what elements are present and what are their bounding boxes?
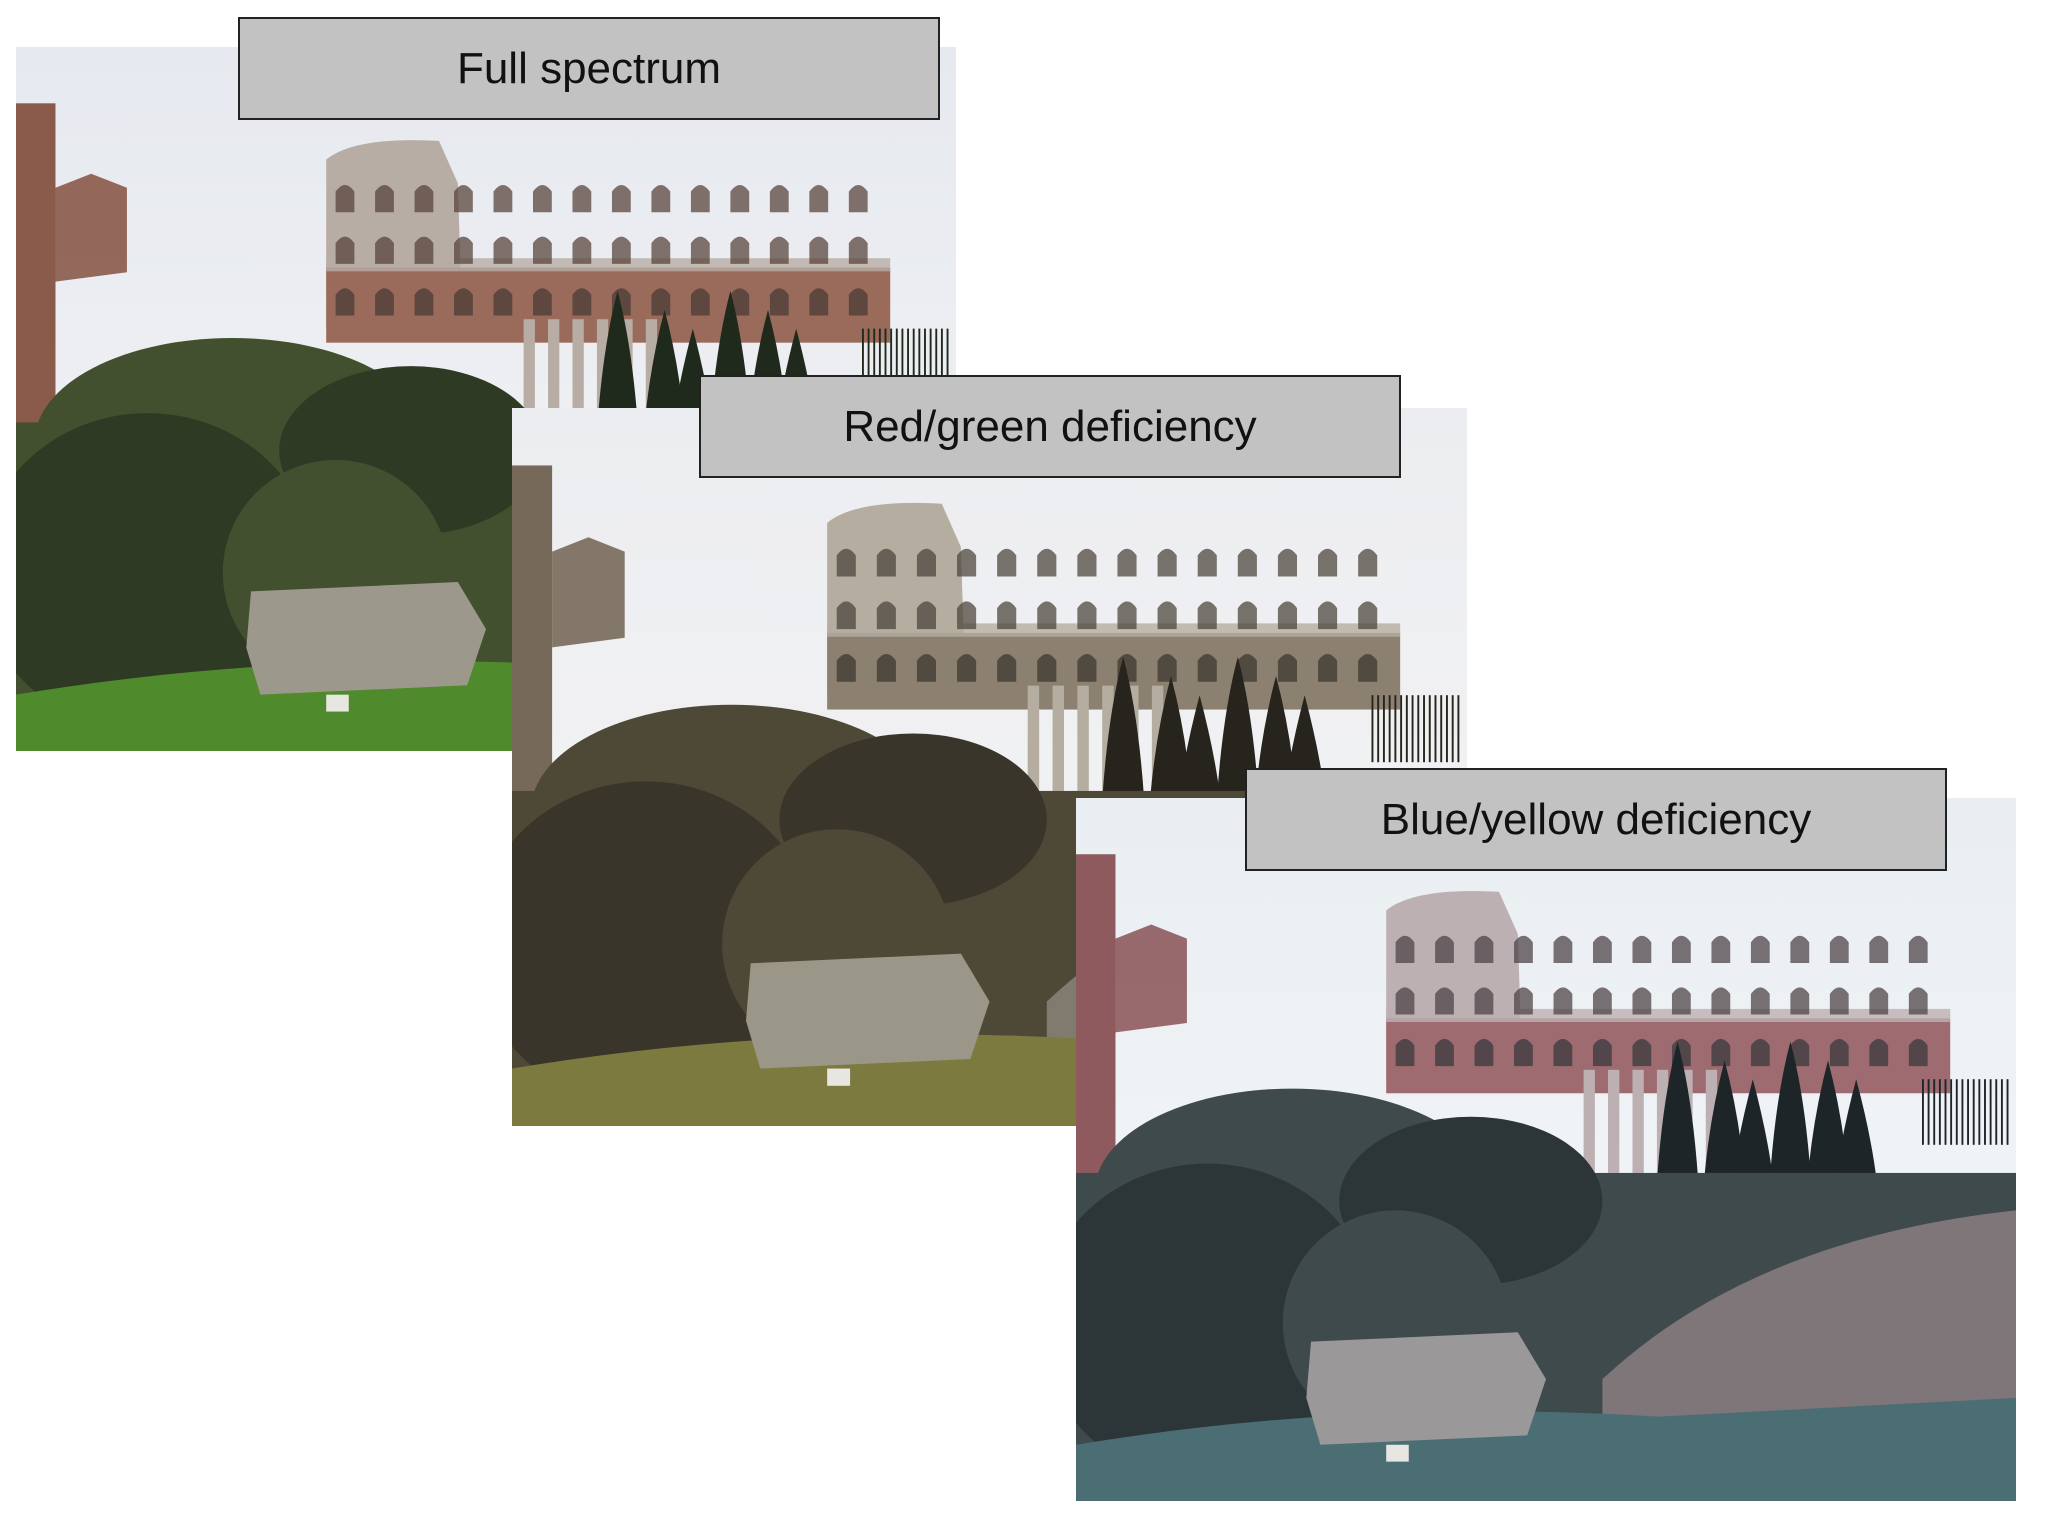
fence <box>1371 695 1460 763</box>
ruin-wall <box>552 537 625 648</box>
caption-blue-yellow-deficiency: Blue/yellow deficiency <box>1245 768 1947 871</box>
ruin-tower <box>1076 854 1116 1192</box>
stone-block <box>1306 1332 1546 1445</box>
caption-red-green-deficiency: Red/green deficiency <box>699 375 1401 478</box>
caption-full-spectrum: Full spectrum <box>238 17 940 120</box>
colosseum-arches <box>335 184 868 316</box>
stone-block <box>246 582 486 695</box>
stone-block <box>745 953 990 1069</box>
ruin-wall <box>1115 924 1187 1033</box>
colosseum-arches <box>836 548 1378 682</box>
small-marker-stone <box>326 694 349 712</box>
olive-tree-front <box>16 413 317 733</box>
olive-tree-front <box>512 781 818 1107</box>
fence <box>862 328 949 395</box>
fence <box>1922 1079 2009 1145</box>
grass <box>1076 1397 2016 1501</box>
cypress-trees <box>1656 1041 1877 1183</box>
ruin-wall <box>55 173 127 282</box>
ruin-tower <box>16 103 56 442</box>
small-marker-stone <box>827 1068 851 1086</box>
colosseum-photo-blue-yellow-deficiency <box>1076 798 2016 1501</box>
olive-tree-front <box>1076 1163 1377 1483</box>
scene-illustration <box>1076 798 2016 1501</box>
colosseum-arches <box>1395 935 1928 1067</box>
colosseum-photo-full-spectrum <box>16 47 956 751</box>
ruin-tower <box>512 465 553 811</box>
small-marker-stone <box>1386 1444 1409 1462</box>
scene-illustration <box>16 47 956 751</box>
